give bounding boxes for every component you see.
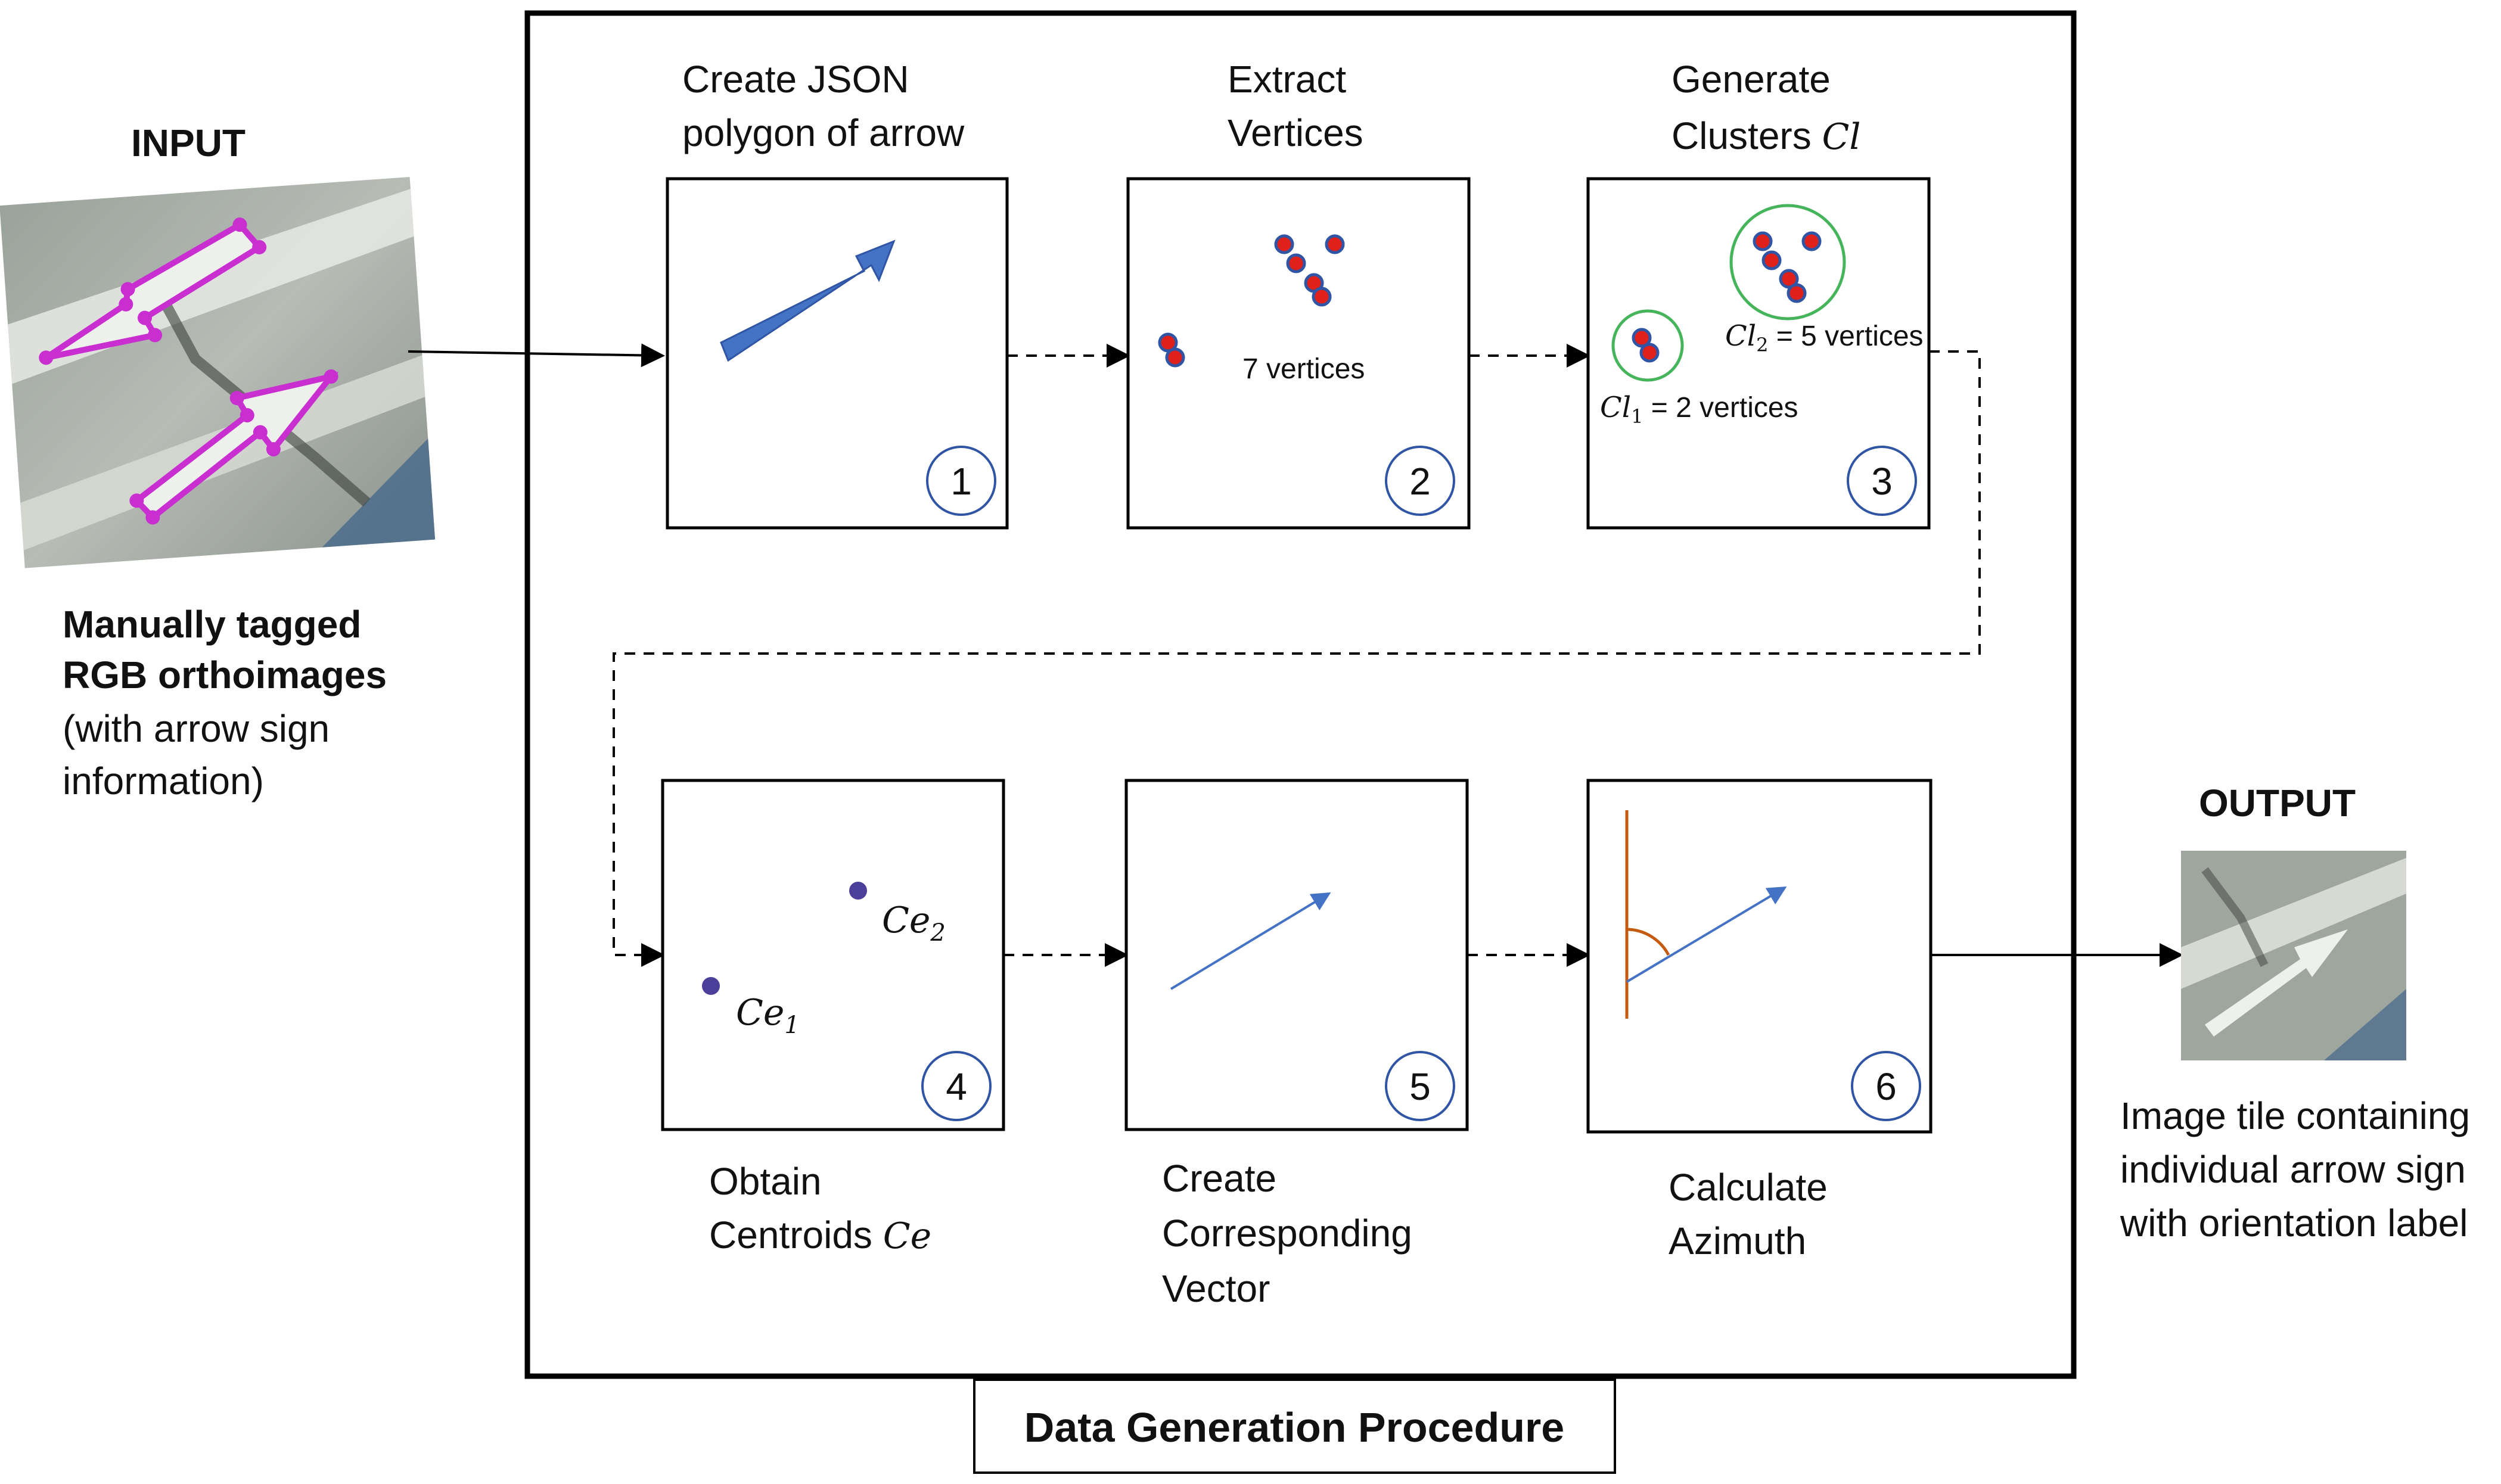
output-image-tile	[2181, 851, 2406, 1060]
step-3-vertices	[1632, 231, 1822, 363]
step-2-number-circle	[1385, 446, 1455, 516]
input-title: INPUT	[131, 122, 246, 164]
input-description-line-3: (with arrow sign	[63, 707, 330, 750]
step-1-arrow-polygon	[720, 239, 896, 362]
cluster-2-ring	[1729, 204, 1846, 321]
input-description-line-1: Manually tagged	[63, 603, 361, 646]
input-orthoimage	[0, 177, 436, 568]
corresponding-vector	[1170, 892, 1331, 990]
step-6-label-line-2: Azimuth	[1669, 1219, 1806, 1262]
step-5-label-line-3: Vector	[1162, 1267, 1270, 1310]
procedure-title: Data Generation Procedure	[1024, 1404, 1564, 1451]
input-connector	[408, 343, 665, 368]
step-4-number: 4	[946, 1065, 967, 1108]
step-2-label-line-1: Extract	[1228, 58, 1346, 101]
step-2-number: 2	[1409, 460, 1431, 503]
centroid-1	[702, 977, 720, 995]
input-description-line-4: information)	[63, 760, 264, 802]
step-2-box	[1126, 177, 1471, 530]
procedure-frame	[524, 10, 2077, 1379]
step-3-number: 3	[1871, 460, 1893, 503]
procedure-title-box	[973, 1379, 1616, 1474]
azimuth-angle-arc	[1626, 928, 1670, 956]
output-description-line-3: with orientation label	[2120, 1202, 2468, 1245]
step-6-number: 6	[1875, 1065, 1897, 1108]
step-4-box	[661, 779, 1005, 1131]
step-1-number-circle	[926, 446, 996, 516]
input-description-line-2: RGB orthoimages	[63, 654, 387, 696]
centroid-2-label: Ce2	[882, 900, 946, 947]
step-2-annotation: 7 vertices	[1242, 353, 1365, 385]
tagged-arrow-polygon	[39, 217, 339, 525]
step-4-label-line-1: Obtain	[709, 1160, 822, 1203]
step-5-label-line-1: Create	[1162, 1157, 1276, 1200]
step-5-label-line-2: Corresponding	[1162, 1212, 1412, 1255]
step-4-number-circle	[921, 1051, 992, 1121]
step-1-label-line-1: Create JSON	[682, 58, 909, 101]
step-6-number-circle	[1851, 1051, 1921, 1121]
step-4-label-line-2: Centroids Ce	[709, 1214, 931, 1257]
cluster-2-annotation: Cl2 = 5 vertices	[1725, 319, 1924, 356]
step-6-box	[1586, 779, 1933, 1134]
step-5-number: 5	[1409, 1065, 1431, 1108]
step-6-label-line-1: Calculate	[1669, 1166, 1828, 1209]
step-3-number-circle	[1847, 446, 1917, 516]
step-2-label-line-2: Vertices	[1228, 111, 1363, 154]
azimuth-vector	[1626, 886, 1787, 983]
cluster-1-ring	[1611, 309, 1684, 382]
step-3-label-line-1: Generate	[1672, 58, 1831, 101]
connector-3-4	[613, 350, 1981, 967]
cluster-1-annotation: Cl1 = 2 vertices	[1600, 391, 1798, 428]
step-1-number: 1	[950, 460, 972, 503]
step-3-label-line-2: Clusters Cl	[1672, 114, 1861, 158]
centroid-1-label: Ce1	[736, 992, 800, 1039]
output-title: OUTPUT	[2199, 782, 2356, 825]
centroid-2	[849, 882, 867, 900]
output-description-line-1: Image tile containing	[2120, 1094, 2470, 1137]
step-1-label-line-2: polygon of arrow	[682, 111, 965, 154]
step-5-number-circle	[1385, 1051, 1455, 1121]
output-description-line-2: individual arrow sign	[2120, 1148, 2466, 1191]
step-1-box	[666, 177, 1009, 530]
step-2-vertices	[1158, 234, 1345, 368]
